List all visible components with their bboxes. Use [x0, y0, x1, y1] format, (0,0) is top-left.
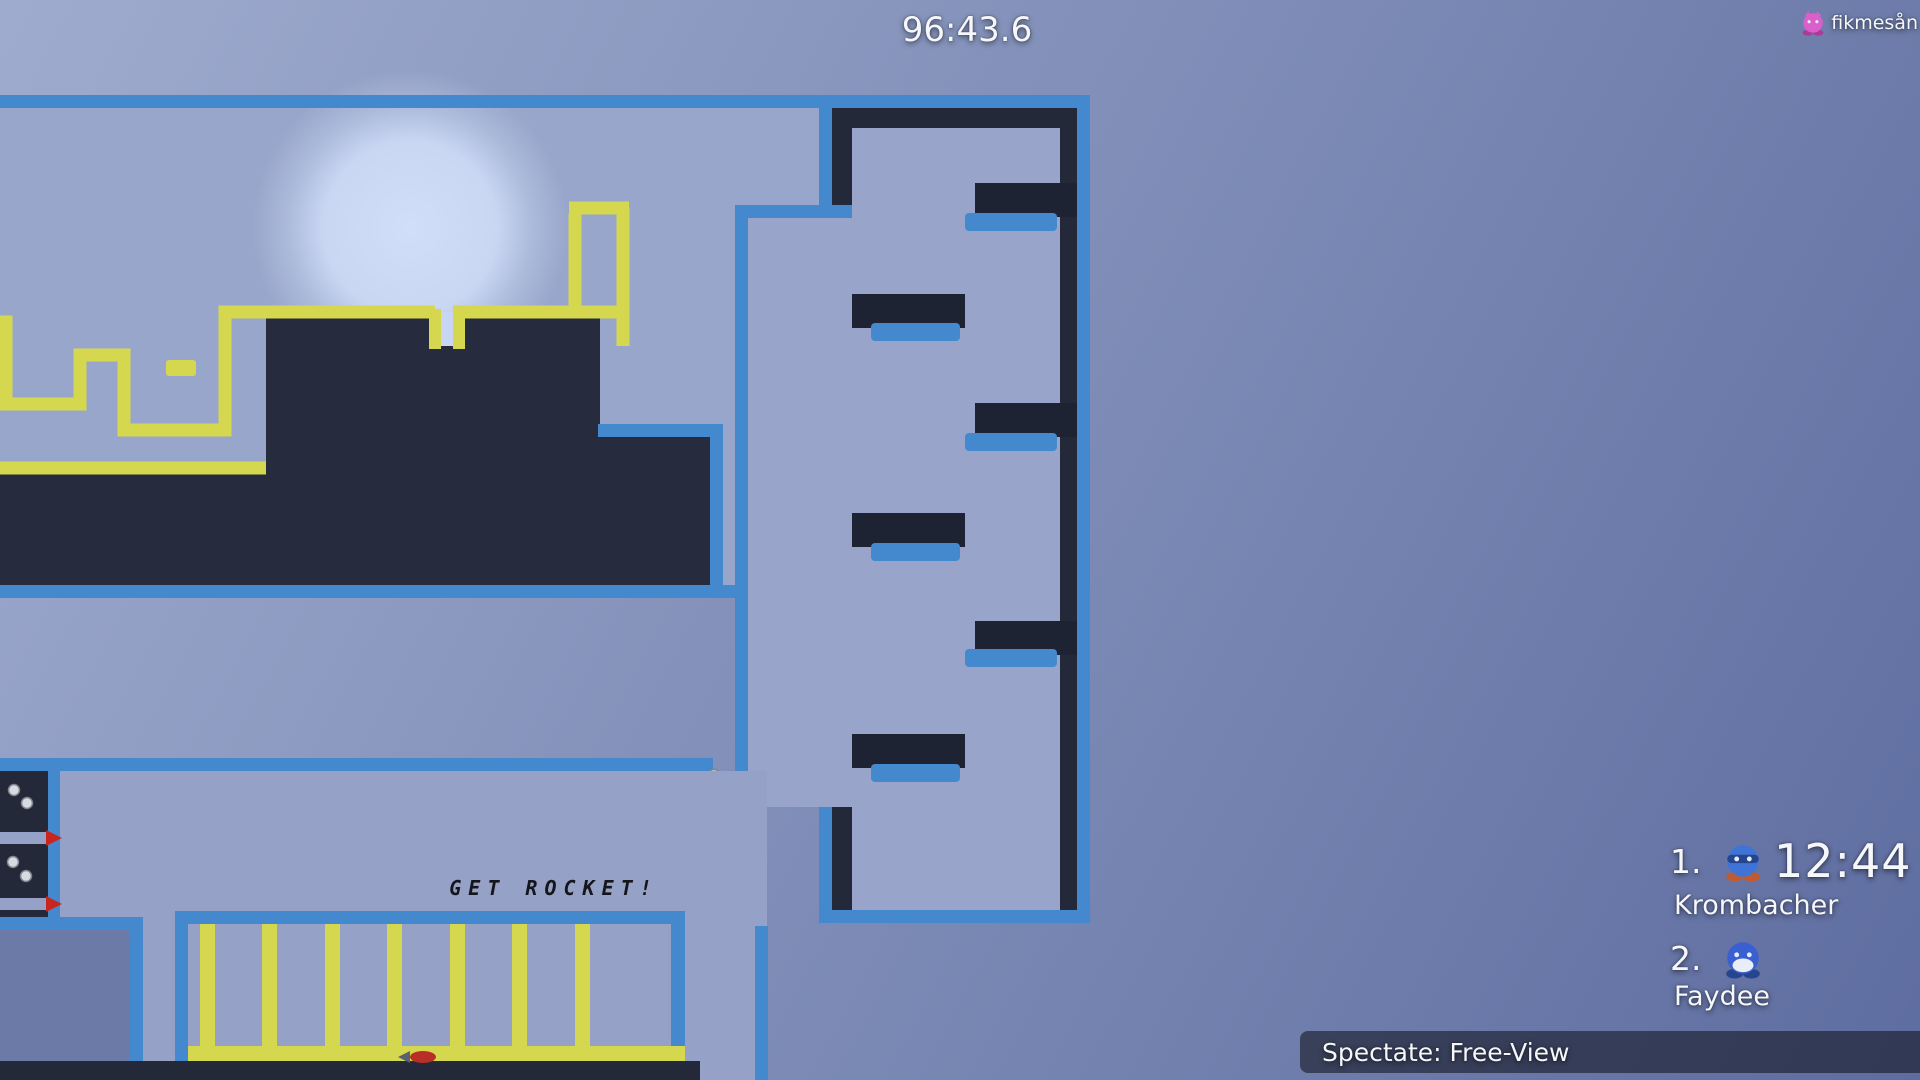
player-name-label: Krombacher [1674, 890, 1839, 921]
spectate-mode-bar: Spectate: Free-View [1300, 1031, 1920, 1073]
spectate-mode-label: Spectate: Free-View [1322, 1037, 1570, 1067]
spawn-cells [0, 771, 62, 920]
hook-through-dark-area [0, 318, 712, 592]
player-name-label: Faydee [1674, 981, 1770, 1012]
rocket-pickup [398, 1051, 436, 1063]
scoreboard-row: 1. 12:44 [1670, 834, 1920, 888]
map-sign-text: GET ROCKET! [449, 876, 658, 900]
spectated-player-tag: fikmesån [1800, 10, 1918, 36]
upper-room [0, 70, 832, 592]
left-wall-column [0, 917, 143, 1080]
blue-tee-icon [1726, 942, 1760, 979]
red-arrow-marker [46, 896, 62, 912]
platform-shaft [748, 95, 1090, 923]
freeze-lines [0, 201, 630, 475]
scoreboard-row: 2. [1670, 937, 1920, 979]
lower-room: GET ROCKET! [0, 771, 768, 1080]
spectated-player-name: fikmesån [1831, 12, 1918, 34]
freeze-cage [0, 911, 700, 1080]
corridor [748, 218, 852, 807]
race-timer: 96:43.6 [901, 10, 1033, 50]
rank-label: 2. [1670, 938, 1702, 978]
best-time-label: 12:44 [1774, 834, 1912, 888]
pink-tee-icon [1802, 11, 1824, 36]
blue-tee-icon [1726, 845, 1760, 882]
rank-label: 1. [1670, 841, 1702, 881]
shaft-ledges [852, 183, 1077, 782]
red-arrow-marker [46, 830, 62, 846]
race-scoreboard: 1. 12:44 Krombacher 2. [1670, 834, 1920, 1028]
